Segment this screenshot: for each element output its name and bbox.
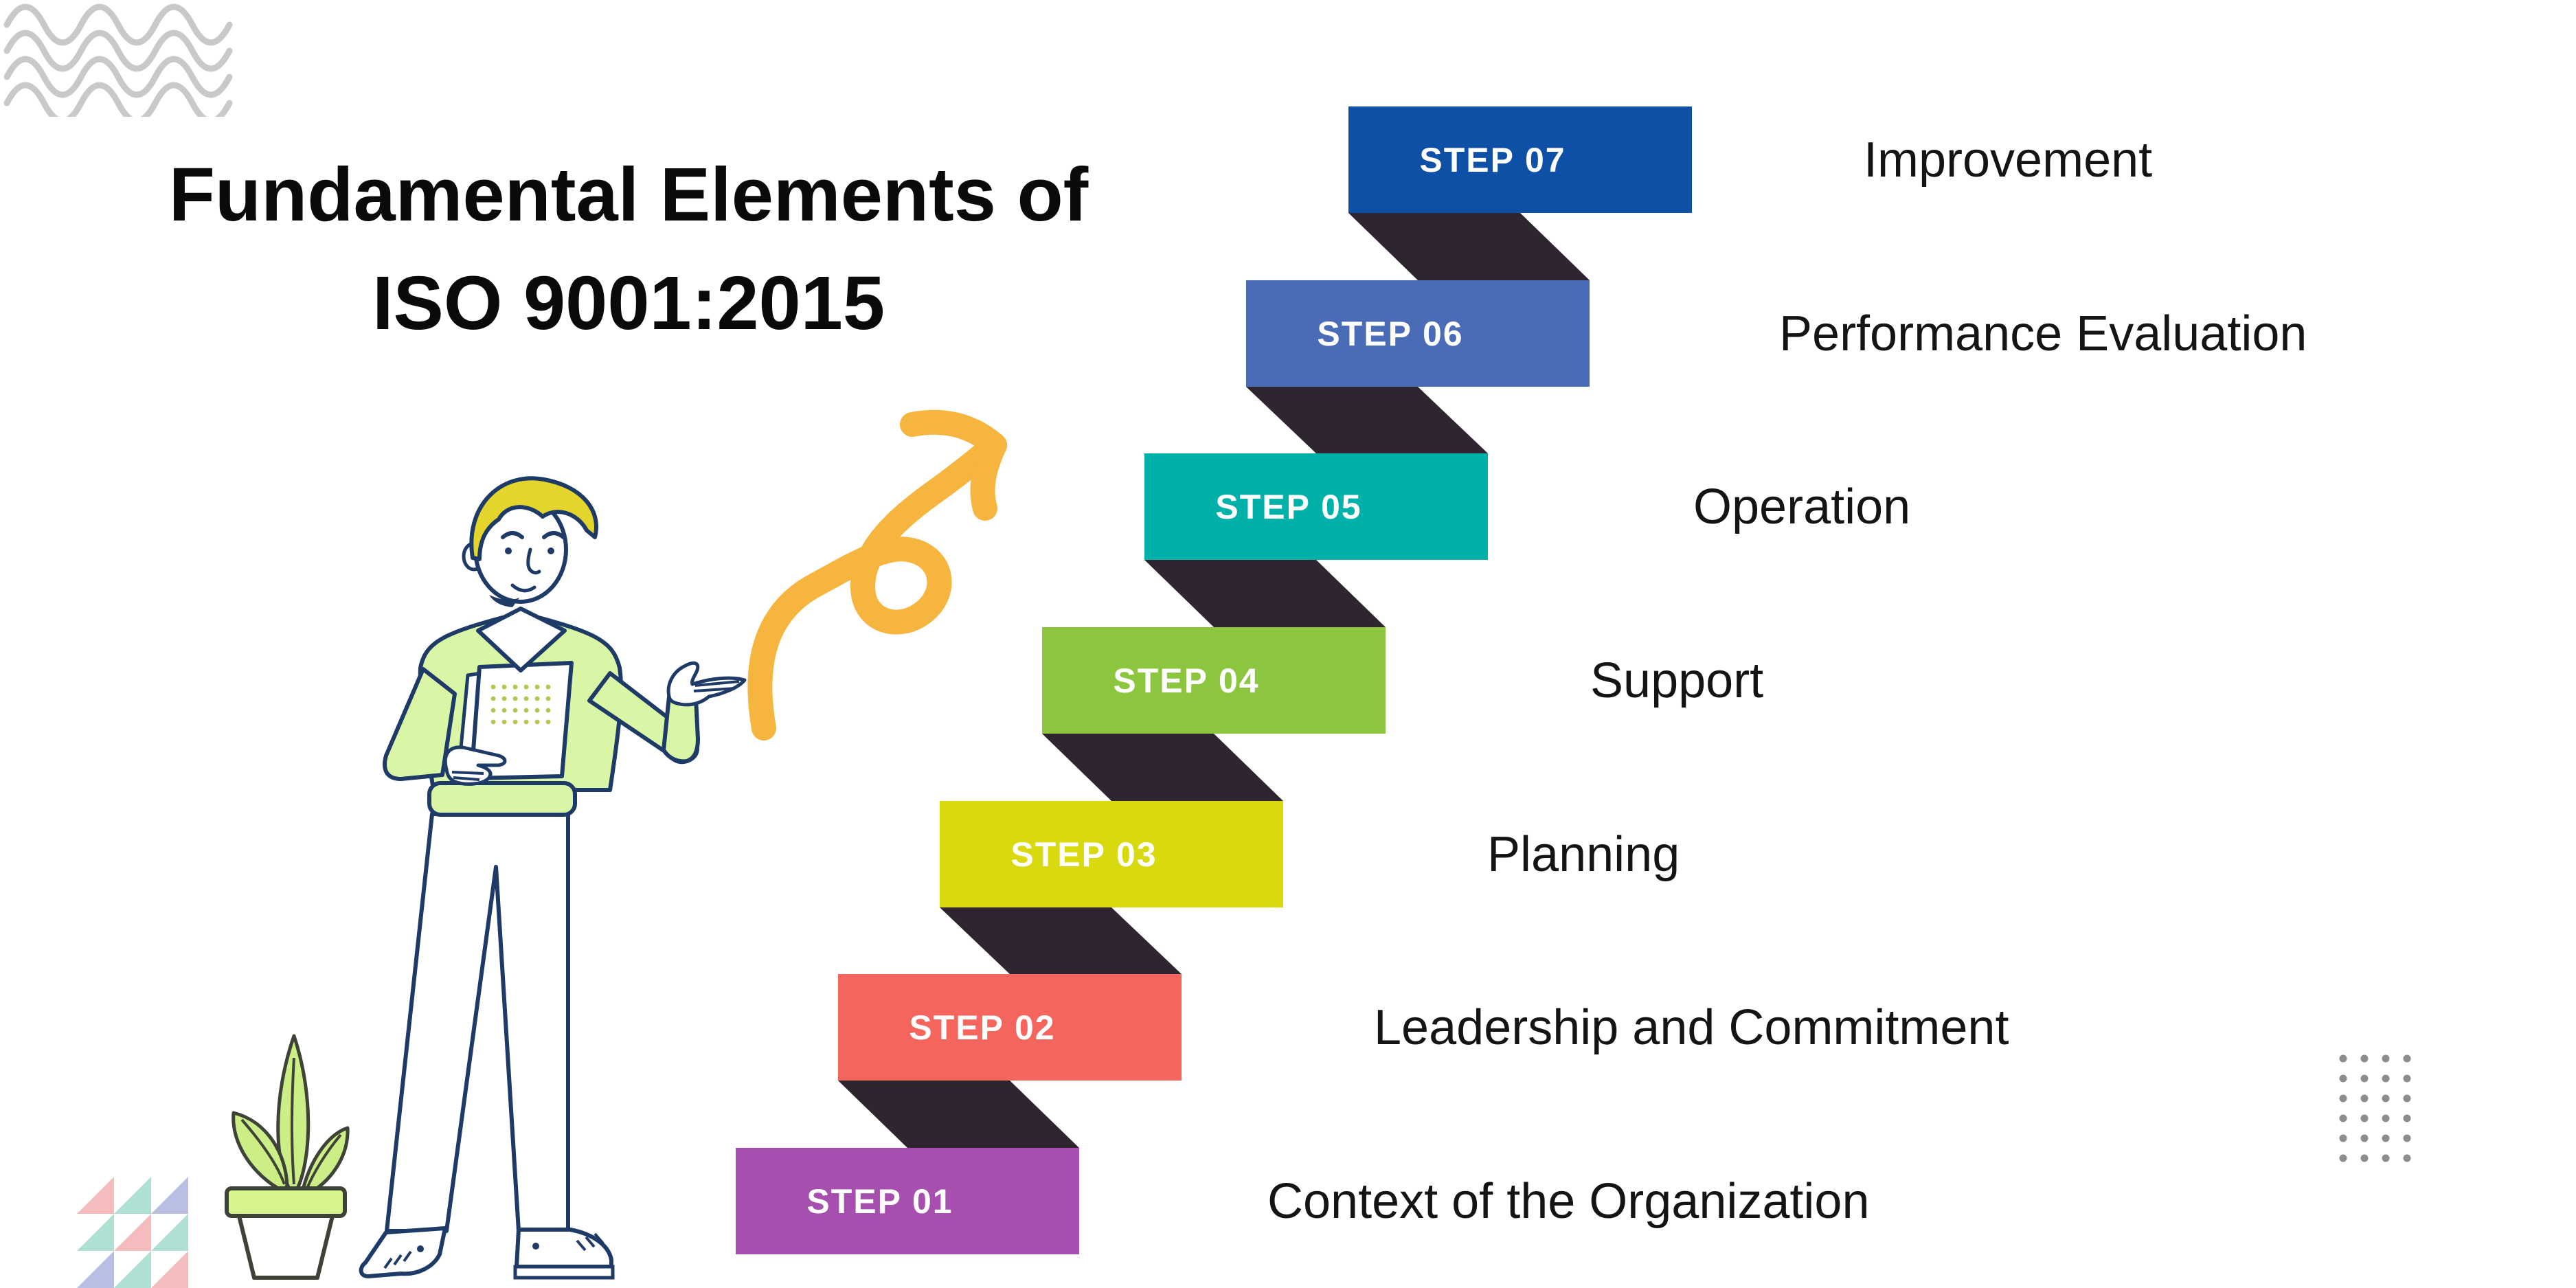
page-title: Fundamental Elements of ISO 9001:2015	[120, 141, 1137, 359]
wavy-lines-icon	[3, 3, 233, 117]
step-name-01: Context of the Organization	[1267, 1173, 1870, 1229]
dot-grid-icon	[2339, 1054, 2411, 1162]
person-head	[462, 476, 598, 607]
step-box-06: STEP 06	[1246, 280, 1590, 387]
triangle-grid-icon	[77, 1177, 188, 1288]
person-hair	[469, 476, 598, 561]
step-box-05-label: STEP 05	[1215, 487, 1362, 526]
person-hem-band	[427, 781, 577, 817]
person-left-sleeve	[383, 667, 457, 781]
presenter-illustration	[359, 476, 747, 1280]
document-dot-grid	[490, 684, 551, 725]
connector-5-4	[1144, 560, 1386, 627]
connector-7-6	[1348, 213, 1590, 280]
step-box-03-label: STEP 03	[1010, 835, 1157, 874]
step-box-06-label: STEP 06	[1317, 314, 1464, 353]
step-name-02: Leadership and Commitment	[1374, 999, 2009, 1055]
step-box-07: STEP 07	[1348, 106, 1692, 213]
person-left-shoe	[359, 1226, 447, 1278]
person-left-hand	[443, 745, 507, 786]
plant-pot-icon	[225, 1034, 350, 1280]
step-name-06: Performance Evaluation	[1779, 306, 2307, 361]
person-right-shoe	[513, 1228, 615, 1280]
step-box-03: STEP 03	[940, 801, 1283, 907]
step-box-07-label: STEP 07	[1419, 140, 1566, 179]
connector-6-5	[1246, 387, 1488, 453]
curved-arrow-icon	[747, 409, 1007, 741]
person-chin-shadow	[489, 595, 519, 607]
person-collar	[476, 607, 567, 673]
page-title-line2: ISO 9001:2015	[372, 261, 885, 346]
step-box-04: STEP 04	[1042, 627, 1386, 734]
connector-3-2	[940, 907, 1182, 974]
connector-2-1	[838, 1081, 1079, 1148]
step-name-05: Operation	[1693, 479, 1911, 534]
step-box-02-label: STEP 02	[909, 1008, 1056, 1047]
page-title-line1: Fundamental Elements of	[168, 152, 1089, 237]
step-name-03: Planning	[1487, 826, 1680, 882]
step-box-04-label: STEP 04	[1113, 661, 1260, 700]
step-box-01: STEP 01	[736, 1148, 1079, 1254]
step-box-01-label: STEP 01	[806, 1182, 953, 1221]
step-box-05: STEP 05	[1144, 453, 1488, 560]
step-name-07: Improvement	[1864, 132, 2153, 188]
connector-4-3	[1042, 734, 1283, 801]
plant-pot-body	[237, 1214, 335, 1280]
step-name-04: Support	[1590, 653, 1764, 708]
step-box-02: STEP 02	[838, 974, 1182, 1081]
